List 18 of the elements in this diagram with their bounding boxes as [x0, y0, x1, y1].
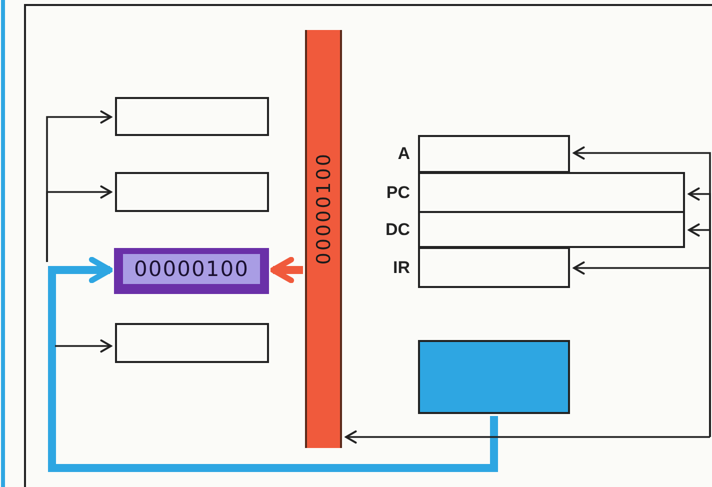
register-label: A: [398, 144, 410, 164]
memory-cell: [115, 172, 269, 212]
data-bus: [305, 30, 342, 448]
arrow: [270, 256, 303, 284]
cell-value: 00000100: [123, 254, 260, 284]
memory-cell: [115, 323, 269, 363]
register-label: PC: [386, 182, 410, 202]
register-label: IR: [393, 258, 410, 278]
control-unit-box: [418, 340, 570, 414]
arrow: [46, 185, 112, 262]
arrow: [48, 256, 498, 472]
memory-cell: [115, 97, 269, 136]
arrow: [573, 261, 711, 437]
arrow: [55, 339, 112, 353]
register-label: DC: [385, 220, 410, 240]
bus-value: 00000100: [312, 152, 334, 265]
memory-cell: [114, 248, 269, 294]
arrow: [345, 430, 710, 444]
